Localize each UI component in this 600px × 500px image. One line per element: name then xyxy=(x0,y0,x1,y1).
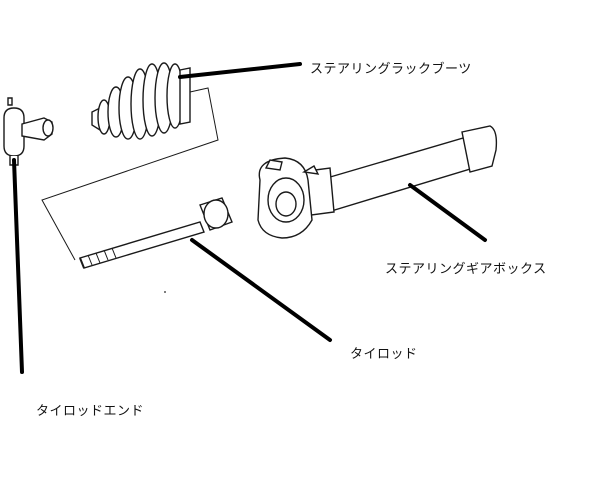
tie-rod-end-part xyxy=(3,97,54,166)
label-tie-rod-end: タイロッドエンド xyxy=(36,404,145,419)
label-steering-rack-boot: ステアリングラックブーツ xyxy=(310,62,472,77)
label-tie-rod: タイロッド xyxy=(350,347,418,362)
stray-mark xyxy=(164,291,166,293)
leader-lines xyxy=(12,62,487,374)
label-steering-gearbox: ステアリングギアボックス xyxy=(385,262,547,277)
leader-line-boot xyxy=(178,62,302,79)
leader-line-tie-rod-end xyxy=(12,158,24,374)
leader-line-tie-rod xyxy=(190,238,332,342)
assembly-guide-lines xyxy=(41,87,219,261)
tie-rod-part xyxy=(79,197,233,269)
gearbox-housing-part xyxy=(257,125,498,239)
rack-boot-part xyxy=(91,62,191,140)
leader-line-gearbox xyxy=(408,183,487,242)
